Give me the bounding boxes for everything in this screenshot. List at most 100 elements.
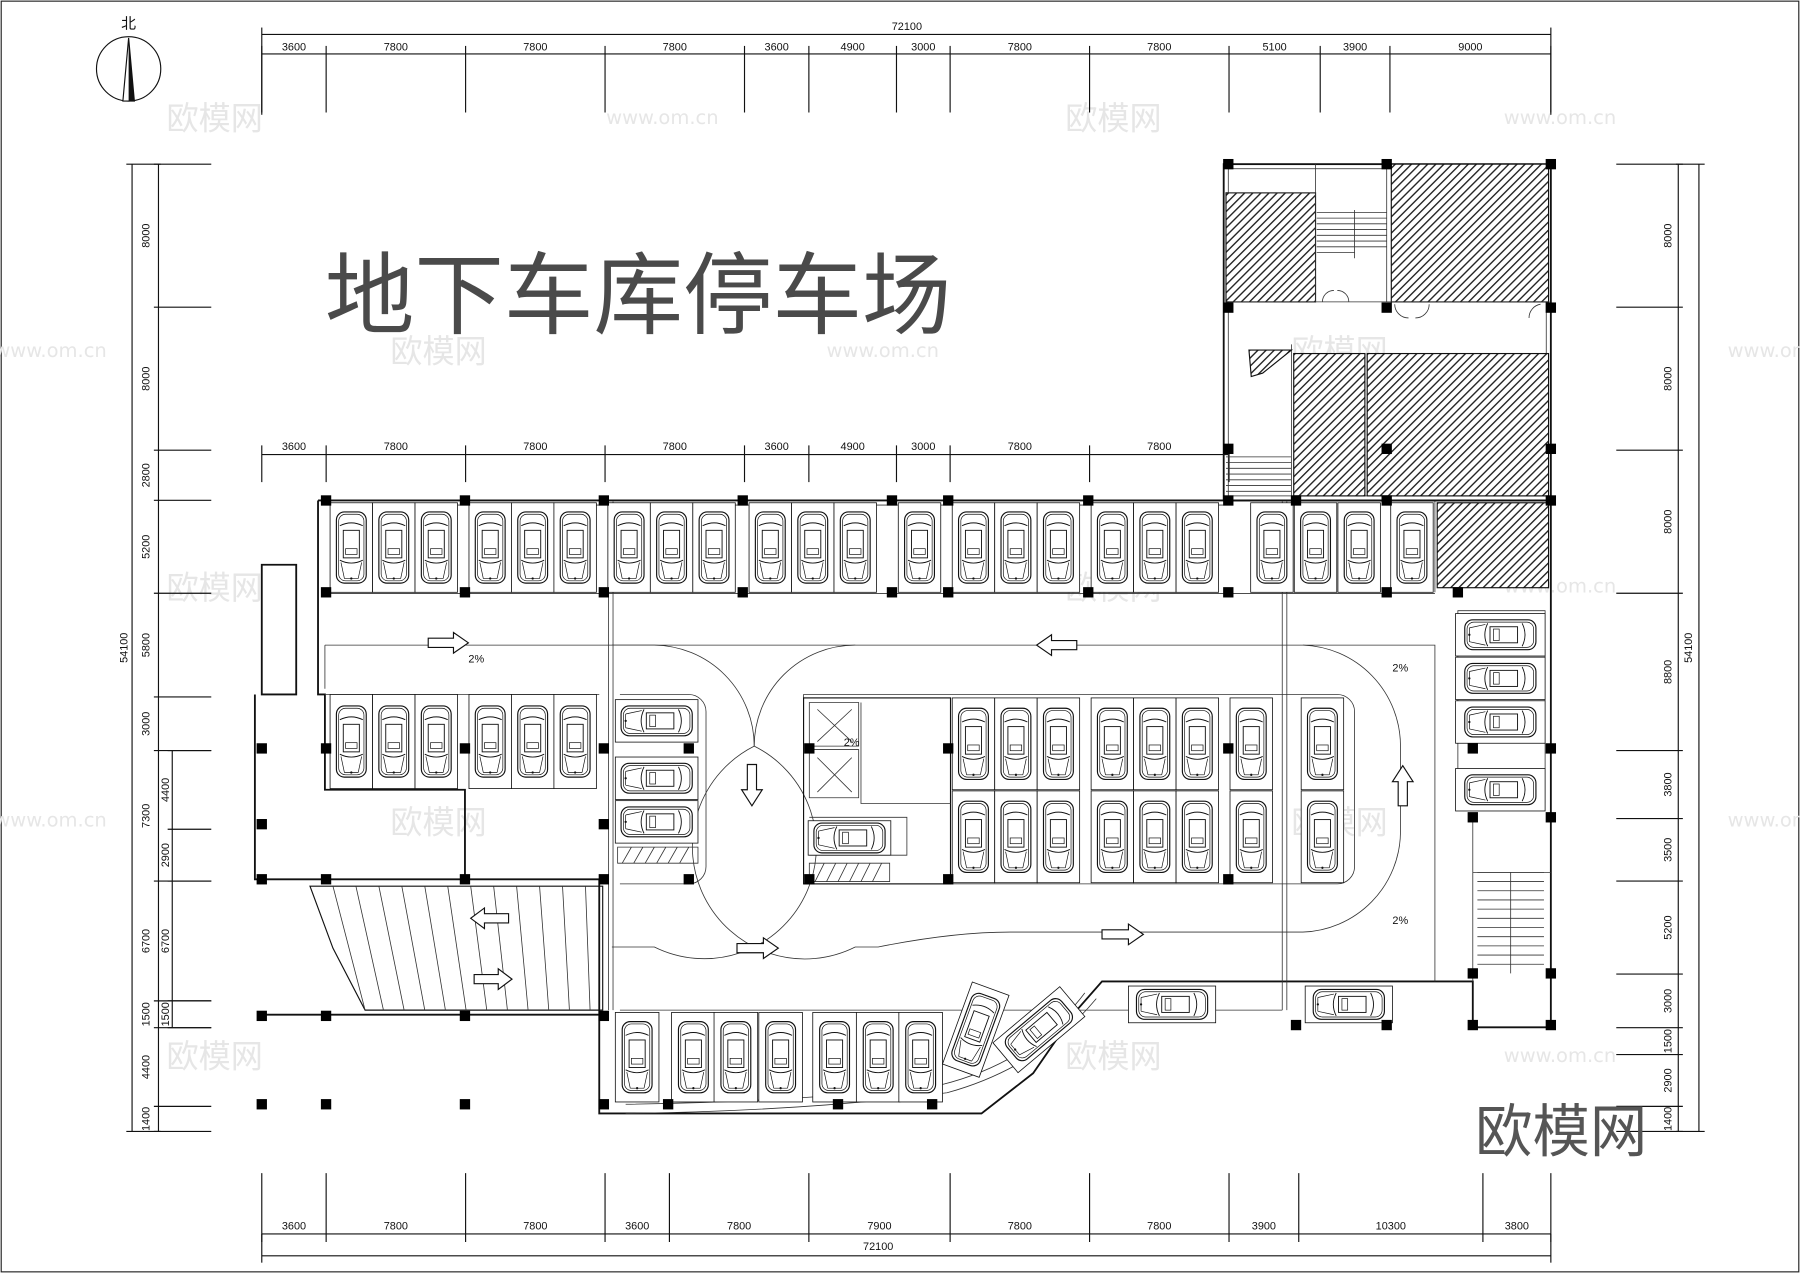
- parking-stall: [791, 502, 835, 593]
- dimension-right: 8800: [1662, 660, 1674, 684]
- dimension-bottom: 7800: [1008, 1220, 1032, 1232]
- parking-stall: [1300, 697, 1345, 791]
- parking-stall: [994, 502, 1038, 593]
- car-icon: [813, 822, 886, 854]
- column: [459, 743, 471, 754]
- parking-stall: [812, 1012, 857, 1103]
- watermark-url: www.om.cn: [1504, 1044, 1616, 1067]
- dimension-left-inner: 6700: [160, 929, 172, 953]
- car-icon: [904, 511, 936, 584]
- column: [256, 743, 267, 754]
- parking-stall: [614, 800, 699, 844]
- arrow-right-icon: [1101, 922, 1145, 946]
- dimension-top: 3600: [765, 42, 789, 54]
- parking-stall: [553, 502, 597, 593]
- car-icon: [957, 800, 989, 873]
- parking-stall: [414, 502, 458, 593]
- slope-label: 2%: [468, 653, 484, 665]
- column: [459, 1099, 471, 1110]
- column: [1467, 743, 1478, 754]
- car-icon: [957, 511, 989, 584]
- slope-label: 2%: [1392, 915, 1408, 927]
- car-icon: [862, 1021, 894, 1094]
- parking-stall: [951, 697, 996, 791]
- dimension-right: 5200: [1662, 915, 1674, 939]
- dimension-total-top: 72100: [892, 21, 922, 33]
- parking-stall: [1036, 697, 1081, 791]
- parking-stall: [898, 1012, 943, 1103]
- parking-stall: [1133, 790, 1177, 884]
- car-icon: [620, 762, 693, 794]
- arrow-right-icon: [427, 631, 470, 655]
- car-icon: [797, 511, 829, 584]
- parking-stall: [1293, 502, 1338, 593]
- column: [459, 495, 471, 506]
- parking-stall: [994, 697, 1038, 791]
- column: [459, 874, 471, 885]
- column: [598, 743, 610, 754]
- dimension-right: 8000: [1662, 510, 1674, 534]
- drawing-title: 地下车库停车场: [325, 245, 952, 349]
- column: [737, 495, 748, 506]
- parking-stall: [607, 502, 651, 593]
- column: [459, 587, 471, 598]
- dimension-left-inner: 4400: [160, 778, 172, 802]
- dimension-mid: 3600: [282, 441, 306, 453]
- structural-columns: [256, 158, 1557, 1110]
- dimension-right: 3500: [1662, 838, 1674, 862]
- column: [598, 1099, 610, 1110]
- column: [320, 1010, 332, 1022]
- car-icon: [559, 511, 591, 584]
- column: [1452, 587, 1464, 598]
- dimension-bottom: 7800: [523, 1220, 547, 1232]
- watermark-logo: 欧模网: [167, 100, 263, 138]
- column: [1545, 158, 1557, 170]
- parking-stall: [614, 1012, 660, 1103]
- car-icon: [1464, 619, 1537, 651]
- parking-stall: [855, 1012, 901, 1103]
- service-building: [1222, 163, 1552, 593]
- dimension-top: 3000: [911, 42, 935, 54]
- parking-stall: [1250, 502, 1294, 593]
- dimension-total-right: 54100: [1683, 633, 1695, 663]
- north-arrow-icon: [128, 37, 135, 102]
- column: [256, 874, 267, 885]
- column: [1223, 158, 1234, 170]
- dimension-left: 8000: [140, 224, 152, 248]
- arrow-down-icon: [740, 763, 764, 807]
- dimension-right: 3000: [1662, 989, 1674, 1013]
- watermark-logo: 欧模网: [167, 569, 263, 607]
- parking-stall: [941, 981, 1010, 1078]
- arrow-left-icon: [469, 906, 510, 930]
- dimension-bottom: 10300: [1376, 1220, 1406, 1232]
- car-icon: [517, 511, 549, 584]
- parking-stall: [1175, 697, 1219, 791]
- parking-stall: [1175, 502, 1219, 593]
- dimension-bottom: 3600: [282, 1220, 306, 1232]
- dimension-top: 3600: [282, 42, 306, 54]
- car-icon: [613, 511, 645, 584]
- dimension-left-inner: 1500: [160, 1002, 172, 1026]
- column: [1381, 587, 1392, 598]
- car-icon: [1181, 707, 1213, 780]
- stair-north: [1225, 210, 1387, 492]
- parking-stall: [951, 502, 996, 593]
- parking-stall: [468, 502, 512, 593]
- column: [320, 495, 332, 506]
- dimension-top: 4900: [841, 42, 865, 54]
- dimension-left: 7300: [140, 804, 152, 828]
- car-icon: [1042, 800, 1074, 873]
- dimension-top: 7800: [1008, 42, 1032, 54]
- parking-stall: [833, 502, 877, 593]
- parking-stall: [372, 502, 416, 593]
- watermark-url: www.om.cn: [0, 339, 107, 362]
- dimension-left: 5800: [140, 633, 152, 657]
- column: [683, 743, 694, 754]
- equipment-room: [1225, 192, 1317, 303]
- car-icon: [1306, 800, 1338, 873]
- column: [256, 1099, 267, 1110]
- car-icon: [1181, 800, 1213, 873]
- parking-stall: [1133, 697, 1177, 791]
- parking-stall: [748, 502, 792, 593]
